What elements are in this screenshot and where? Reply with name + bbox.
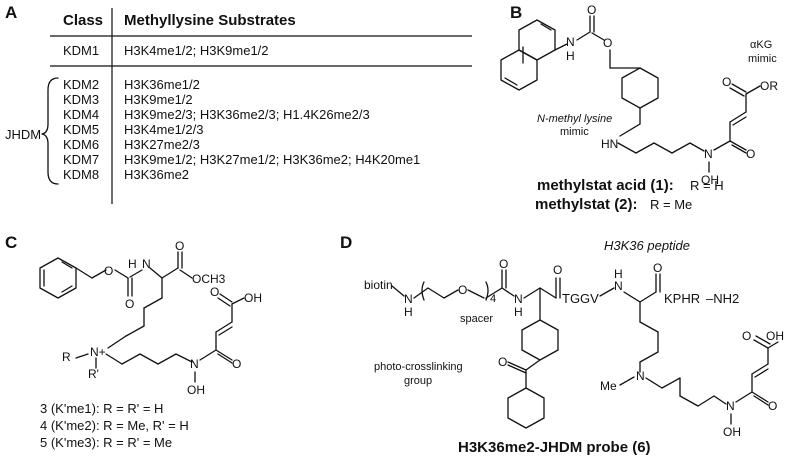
panel-label-a: A xyxy=(5,3,17,22)
atom-r-prime: R' xyxy=(88,367,99,381)
atom-o: O xyxy=(458,283,467,297)
table-header-substrates: Methyllysine Substrates xyxy=(124,12,296,29)
table-cell-substrate: H3K27me2/3 xyxy=(124,137,200,152)
atom-o: O xyxy=(722,75,731,89)
panel-label-d: D xyxy=(340,233,352,252)
nmethyl-mimic-label-2: mimic xyxy=(560,126,589,138)
atom-o: O xyxy=(104,264,113,278)
atom-oh: OH xyxy=(244,291,262,305)
atom-n-plus: N+ xyxy=(90,345,106,359)
atom-oh: OH xyxy=(766,329,784,343)
panel-label-c: C xyxy=(5,233,17,252)
atom-o: O xyxy=(768,399,777,413)
atom-hn: HN xyxy=(601,137,618,151)
atom-o: O xyxy=(653,261,662,275)
spacer-label: spacer xyxy=(460,313,493,325)
atom-oh: OH xyxy=(701,173,719,187)
compound-1-name: methylstat acid (1): xyxy=(537,177,674,194)
atom-o: O xyxy=(603,36,612,50)
atom-o: O xyxy=(553,263,562,277)
table-cell-class: KDM1 xyxy=(63,43,99,58)
jhdm-brace xyxy=(41,77,59,185)
benzyl-ring xyxy=(39,257,77,299)
table-cell-substrate: H3K36me2 xyxy=(124,167,189,182)
atom-o: O xyxy=(587,3,596,17)
compound-1-r: R = H xyxy=(690,178,724,193)
atom-n: N xyxy=(726,399,735,413)
repeat-subscript: 4 xyxy=(490,293,496,305)
atom-n: N xyxy=(566,35,575,49)
naphthalene-ring-1 xyxy=(518,19,556,61)
atom-oh: OH xyxy=(723,425,741,439)
table-cell-substrate: H3K36me1/2 xyxy=(124,77,200,92)
compound-2-r: R = Me xyxy=(650,197,692,212)
atom-h: H xyxy=(128,257,137,271)
tggv-label: TGGV xyxy=(562,291,599,306)
benzene-ring xyxy=(621,67,659,109)
jhdm-group-label: JHDM xyxy=(5,127,41,142)
atom-och3: OCH3 xyxy=(192,272,226,286)
table-header-class: Class xyxy=(63,12,103,29)
naphthalene-ring-2 xyxy=(500,49,538,91)
table-cell-class: KDM6 xyxy=(63,137,99,152)
photo-crosslinking-label-2: group xyxy=(404,375,432,387)
atom-o: O xyxy=(498,355,507,369)
nh2-label: –NH2 xyxy=(706,291,739,306)
panel-c: C O O H N O OCH3 N+ R R' xyxy=(5,233,262,450)
atom-o: O xyxy=(210,285,219,299)
kphr-label: KPHR xyxy=(664,291,700,306)
panel-d: D H3K36 peptide biotin N H O 4 O N H O T… xyxy=(340,233,784,456)
table-cell-substrate: H3K4me1/2; H3K9me1/2 xyxy=(124,43,269,58)
panel-a: A Class Methyllysine Substrates KDM1 H3K… xyxy=(5,3,472,204)
atom-or: OR xyxy=(760,79,778,93)
atom-o: O xyxy=(746,147,755,161)
atom-h: H xyxy=(514,305,523,319)
atom-h: H xyxy=(614,267,623,281)
panel-label-b: B xyxy=(510,3,522,22)
atom-n: N xyxy=(704,147,713,161)
table-cell-substrate: H3K9me2/3; H3K36me2/3; H1.4K26me2/3 xyxy=(124,107,370,122)
atom-o: O xyxy=(125,297,134,311)
atom-o: O xyxy=(175,239,184,253)
atom-n: N xyxy=(636,369,645,383)
atom-n: N xyxy=(190,357,199,371)
atom-h: H xyxy=(404,305,413,319)
atom-me: Me xyxy=(600,379,617,393)
nmethyl-mimic-label: N-methyl lysine xyxy=(537,113,612,125)
atom-oh: OH xyxy=(187,383,205,397)
atom-n: N xyxy=(614,279,623,293)
akg-mimic-label: αKG xyxy=(750,39,772,51)
probe-name: H3K36me2-JHDM probe (6) xyxy=(458,439,651,456)
panel-b: B N H O O HN N OH O xyxy=(500,3,778,213)
benzoyl-ring xyxy=(507,387,545,429)
table-cell-class: KDM8 xyxy=(63,167,99,182)
table-cell-class: KDM3 xyxy=(63,92,99,107)
atom-o: O xyxy=(232,357,241,371)
biotin-label: biotin xyxy=(364,278,393,292)
atom-n: N xyxy=(142,257,151,271)
table-cell-class: KDM4 xyxy=(63,107,99,122)
atom-n: N xyxy=(404,292,413,306)
compound-5-label: 5 (K'me3): R = R' = Me xyxy=(40,435,172,450)
photo-crosslinking-label: photo-crosslinking xyxy=(374,361,463,373)
compound-4-label: 4 (K'me2): R = Me, R' = H xyxy=(40,418,189,433)
table-cell-substrate: H3K4me1/2/3 xyxy=(124,122,204,137)
atom-h: H xyxy=(566,49,575,63)
table-cell-class: KDM5 xyxy=(63,122,99,137)
atom-n: N xyxy=(514,292,523,306)
peptide-label: H3K36 peptide xyxy=(604,238,690,253)
atom-r: R xyxy=(62,350,71,364)
table-cell-substrate: H3K9me1/2 xyxy=(124,92,193,107)
atom-o: O xyxy=(499,257,508,271)
phenyl-ring xyxy=(521,319,559,361)
akg-mimic-label-2: mimic xyxy=(748,53,777,65)
table-cell-class: KDM7 xyxy=(63,152,99,167)
table-cell-class: KDM2 xyxy=(63,77,99,92)
compound-3-label: 3 (K'me1): R = R' = H xyxy=(40,401,163,416)
table-cell-substrate: H3K9me1/2; H3K27me1/2; H3K36me2; H4K20me… xyxy=(124,152,420,167)
compound-2-name: methylstat (2): xyxy=(535,196,638,213)
atom-o: O xyxy=(742,329,751,343)
